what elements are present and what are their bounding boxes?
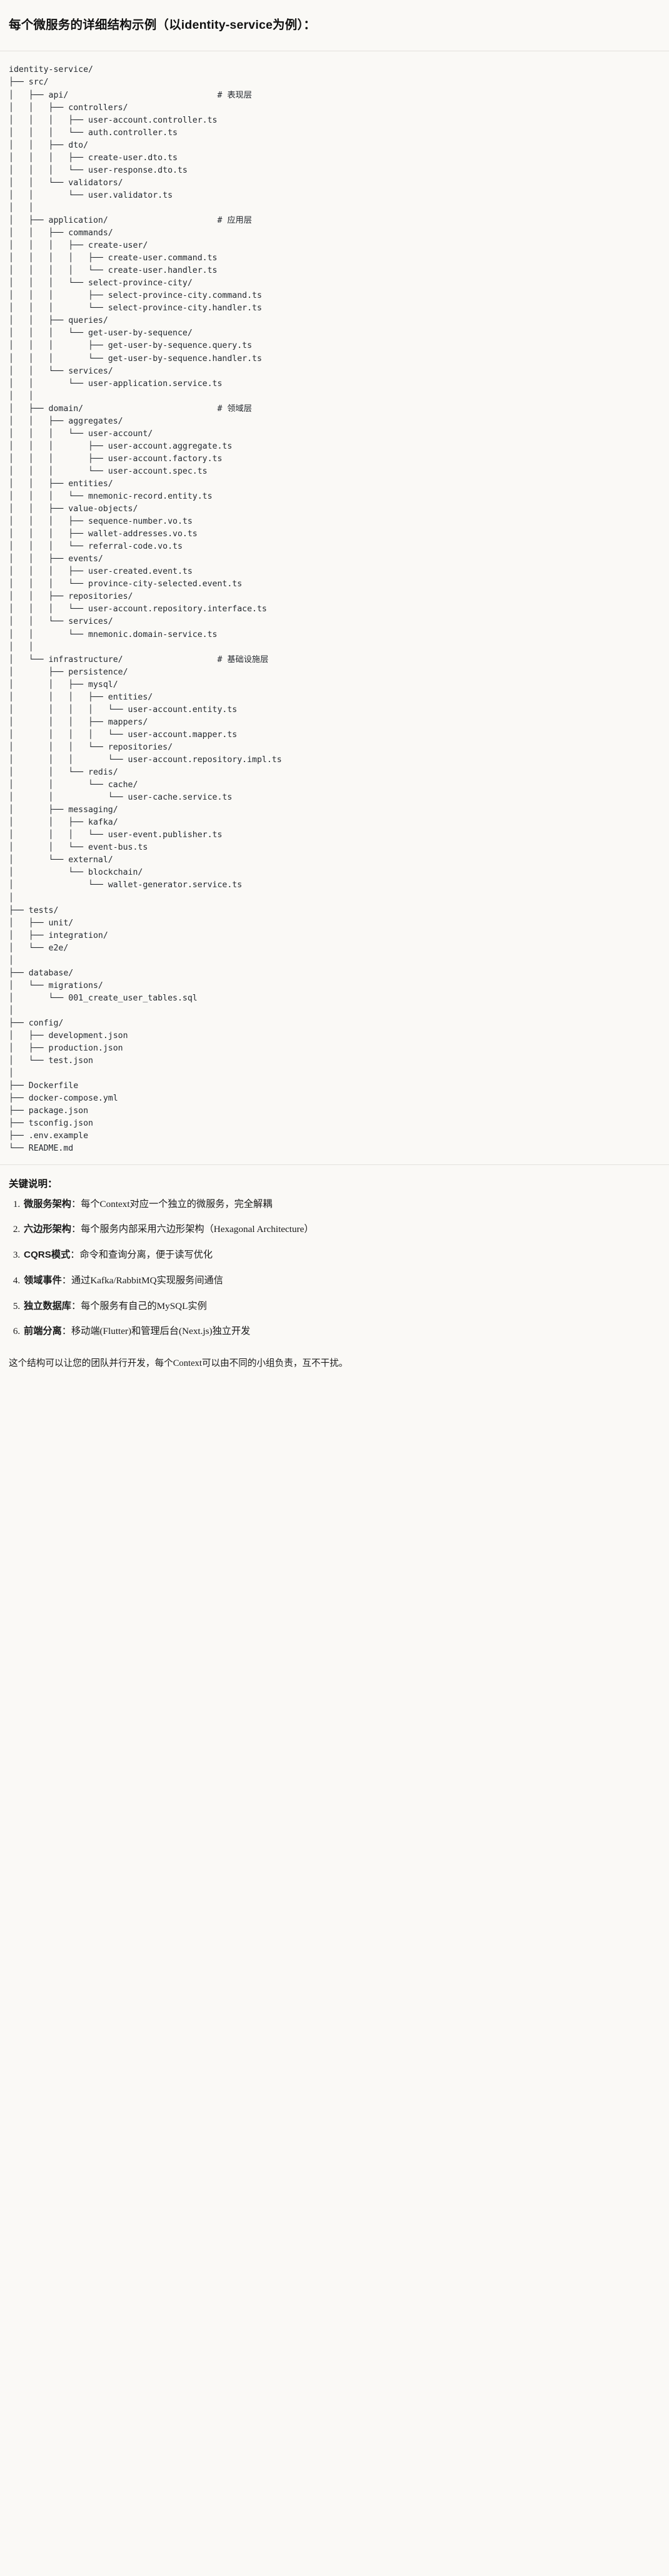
note-separator: ：: [61, 1275, 71, 1286]
note-term: 独立数据库: [24, 1300, 71, 1311]
note-term: CQRS模式: [24, 1250, 71, 1261]
key-notes-title: 关键说明：: [9, 1178, 58, 1189]
list-item: 前端分离：移动端(Flutter)和管理后台(Next.js)独立开发: [23, 1325, 660, 1339]
list-item: 领域事件：通过Kafka/RabbitMQ实现服务间通信: [23, 1274, 660, 1288]
list-item: CQRS模式：命令和查询分离，便于读写优化: [23, 1248, 660, 1263]
directory-tree-block: identity-service/ ├── src/ │ ├── api/ # …: [0, 51, 669, 1164]
note-term: 领域事件: [24, 1275, 62, 1286]
list-item: 六边形架构：每个服务内部采用六边形架构（Hexagonal Architectu…: [23, 1223, 660, 1237]
key-notes-section: 关键说明： 微服务架构：每个Context对应一个独立的微服务，完全解耦 六边形…: [0, 1165, 669, 1353]
note-separator: ：: [71, 1300, 81, 1311]
list-item: 独立数据库：每个服务有自己的MySQL实例: [23, 1300, 660, 1314]
note-description: 每个Context对应一个独立的微服务，完全解耦: [81, 1198, 273, 1209]
list-item: 微服务架构：每个Context对应一个独立的微服务，完全解耦: [23, 1198, 660, 1212]
note-description: 通过Kafka/RabbitMQ实现服务间通信: [71, 1275, 223, 1286]
note-separator: ：: [71, 1224, 81, 1235]
note-description: 每个服务内部采用六边形架构（Hexagonal Architecture）: [81, 1224, 314, 1235]
note-separator: ：: [61, 1326, 71, 1337]
key-notes-list: 微服务架构：每个Context对应一个独立的微服务，完全解耦 六边形架构：每个服…: [9, 1198, 660, 1340]
note-description: 每个服务有自己的MySQL实例: [81, 1300, 207, 1311]
note-separator: ：: [70, 1250, 80, 1261]
note-term: 前端分离: [24, 1326, 62, 1337]
tree-divider: [0, 1164, 669, 1165]
note-separator: ：: [71, 1198, 81, 1209]
closing-paragraph: 这个结构可以让您的团队并行开发，每个Context可以由不同的小组负责，互不干扰…: [9, 1358, 348, 1369]
page-title: 每个微服务的详细结构示例（以identity-service为例）：: [9, 18, 316, 33]
document-page: 每个微服务的详细结构示例（以identity-service为例）： ident…: [0, 8, 669, 1385]
directory-tree: identity-service/ ├── src/ │ ├── api/ # …: [9, 65, 282, 1154]
note-term: 微服务架构: [24, 1198, 71, 1209]
note-description: 命令和查询分离，便于读写优化: [79, 1250, 213, 1261]
note-description: 移动端(Flutter)和管理后台(Next.js)独立开发: [71, 1326, 251, 1337]
note-term: 六边形架构: [24, 1224, 71, 1235]
